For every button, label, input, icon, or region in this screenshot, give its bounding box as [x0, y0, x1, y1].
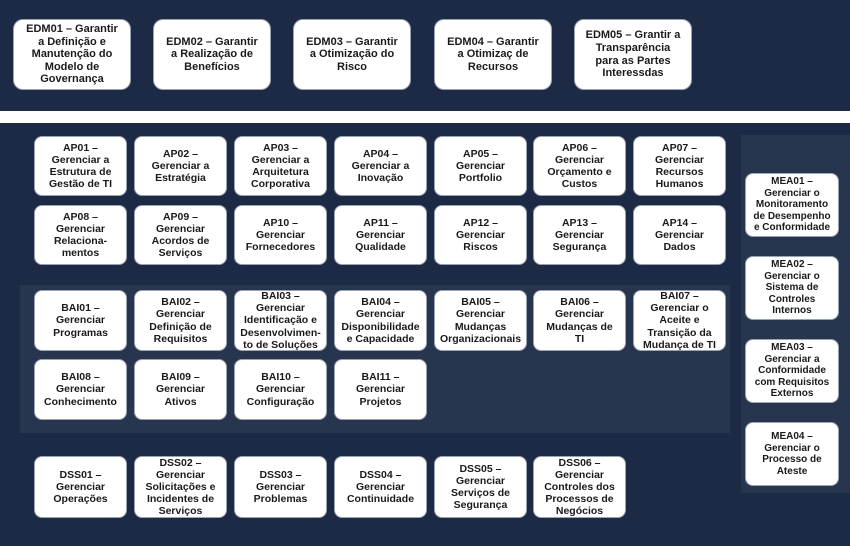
edm-domain-band: EDM01 – Garantir a Definição e Manutençã… — [0, 0, 850, 111]
process-box-apo11: AP11 – Gerenciar Qualidade — [334, 205, 427, 265]
process-box-apo12: AP12 – Gerenciar Riscos — [434, 205, 527, 265]
process-box-bai11: BAI11 – Gerenciar Projetos — [334, 359, 427, 420]
process-box-apo10: AP10 – Gerenciar Fornecedores — [234, 205, 327, 265]
process-box-edm02: EDM02 – Garantir a Realização de Benefíc… — [153, 19, 271, 90]
process-box-apo07: AP07 – Gerenciar Recursos Humanos — [633, 136, 726, 196]
process-box-apo03: AP03 – Gerenciar a Arquitetura Corporati… — [234, 136, 327, 196]
process-box-dss03: DSS03 – Gerenciar Problemas — [234, 456, 327, 518]
process-box-bai03: BAI03 – Gerenciar Identificação e Desenv… — [234, 290, 327, 351]
process-box-bai07: BAI07 – Gerenciar o Aceite e Transição d… — [633, 290, 726, 351]
process-box-bai08: BAI08 – Gerenciar Conhecimento — [34, 359, 127, 420]
process-box-dss02: DSS02 – Gerenciar Solicitações e Inciden… — [134, 456, 227, 518]
process-box-bai04: BAI04 – Gerenciar Disponibilidade e Capa… — [334, 290, 427, 351]
process-box-mea02: MEA02 – Gerenciar o Sistema de Controles… — [745, 256, 839, 320]
process-box-apo06: AP06 – Gerenciar Orçamento e Custos — [533, 136, 626, 196]
process-box-bai09: BAI09 – Gerenciar Ativos — [134, 359, 227, 420]
process-box-mea01: MEA01 – Gerenciar o Monitoramento de Des… — [745, 173, 839, 237]
process-box-apo01: AP01 – Gerenciar a Estrutura de Gestão d… — [34, 136, 127, 196]
process-box-edm05: EDM05 – Grantir a Transparência para as … — [574, 19, 692, 90]
process-box-mea03: MEA03 – Gerenciar a Conformidade com Req… — [745, 339, 839, 403]
process-box-bai05: BAI05 – Gerenciar Mudanças Organizaciona… — [434, 290, 527, 351]
process-box-bai10: BAI10 – Gerenciar Configuração — [234, 359, 327, 420]
process-box-bai02: BAI02 – Gerenciar Definição de Requisito… — [134, 290, 227, 351]
process-box-dss06: DSS06 – Gerenciar Controles dos Processo… — [533, 456, 626, 518]
process-box-dss05: DSS05 – Gerenciar Serviços de Segurança — [434, 456, 527, 518]
process-box-edm04: EDM04 – Garantir a Otimizaç de Recursos — [434, 19, 552, 90]
process-box-bai01: BAI01 – Gerenciar Programas — [34, 290, 127, 351]
process-box-apo08: AP08 – Gerenciar Relaciona- mentos — [34, 205, 127, 265]
process-box-apo02: AP02 – Gerenciar a Estratégia — [134, 136, 227, 196]
process-box-apo13: AP13 – Gerenciar Segurança — [533, 205, 626, 265]
process-box-apo05: AP05 – Gerenciar Portfolio — [434, 136, 527, 196]
process-box-apo14: AP14 – Gerenciar Dados — [633, 205, 726, 265]
process-box-dss04: DSS04 – Gerenciar Continuidade — [334, 456, 427, 518]
process-box-dss01: DSS01 – Gerenciar Operações — [34, 456, 127, 518]
process-box-bai06: BAI06 – Gerenciar Mudanças de TI — [533, 290, 626, 351]
process-box-mea04: MEA04 – Gerenciar o Processo de Ateste — [745, 422, 839, 486]
process-box-apo09: AP09 – Gerenciar Acordos de Serviços — [134, 205, 227, 265]
process-box-apo04: AP04 – Gerenciar a Inovação — [334, 136, 427, 196]
process-box-edm03: EDM03 – Garantir a Otimização do Risco — [293, 19, 411, 90]
process-box-edm01: EDM01 – Garantir a Definição e Manutençã… — [13, 19, 131, 90]
